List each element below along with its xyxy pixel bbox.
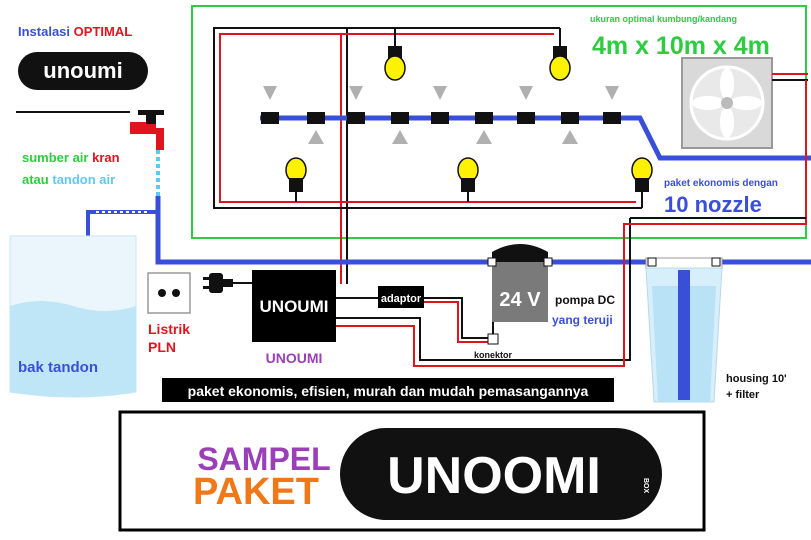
exhaust-fan-icon	[681, 57, 773, 149]
sample-label-2: PAKET	[193, 471, 319, 513]
water-tank	[9, 235, 137, 398]
mist-spray-icon	[433, 86, 447, 100]
controller-box	[252, 270, 336, 342]
filter-label: housing 10'	[726, 373, 787, 385]
logo-small-text: unoumi	[43, 58, 122, 83]
pump-label-2: yang teruji	[552, 313, 613, 327]
filter-label-2: + filter	[726, 389, 760, 401]
nozzle-icon	[603, 112, 621, 124]
mist-spray-icon	[349, 86, 363, 100]
pump-label: pompa DC	[555, 293, 615, 307]
bulb-icon	[285, 157, 307, 192]
konektor-label: konektor	[474, 350, 513, 360]
controller-label: UNOUMI	[260, 297, 329, 316]
pump-icon	[487, 244, 553, 322]
bulb-icon	[457, 157, 479, 192]
mist-spray-icon	[562, 130, 578, 144]
wire-black-top	[213, 27, 348, 284]
power-label: Listrik	[148, 321, 190, 337]
mist-spray-icon	[263, 86, 277, 100]
page-title: Instalasi OPTIMAL	[18, 24, 132, 39]
nozzle-icon	[475, 112, 493, 124]
bulb-icon	[549, 46, 571, 81]
banner-text: paket ekonomis, efisien, murah dan mudah…	[188, 383, 589, 399]
supply-pipe	[155, 196, 493, 265]
mist-spray-icon	[605, 86, 619, 100]
source-label-2: atau tandon air	[22, 172, 115, 187]
mist-spray-icon	[519, 86, 533, 100]
nozzle-icon	[517, 112, 535, 124]
room-size-caption: ukuran optimal kumbung/kandang	[590, 14, 737, 24]
mist-pipe	[260, 115, 811, 161]
adaptor-label: adaptor	[381, 293, 422, 305]
nozzle-icon	[561, 112, 579, 124]
nozzle-count: 10 nozzle	[664, 192, 762, 217]
mist-spray-icon	[392, 130, 408, 144]
mist-spray-icon	[308, 130, 324, 144]
banner	[162, 378, 614, 402]
source-label: sumber air kran	[22, 150, 120, 165]
pump-voltage: 24 V	[499, 289, 541, 311]
nozzle-icon	[431, 112, 449, 124]
logo-large-text: UNOOMI	[387, 447, 601, 505]
tap-icon	[130, 110, 164, 150]
filter-housing-icon	[645, 257, 723, 403]
logo-small	[18, 52, 148, 90]
nozzle-row	[261, 86, 621, 144]
adaptor-box	[378, 286, 424, 308]
bulb-icon	[384, 46, 406, 81]
tank-label: bak tandon	[18, 359, 98, 376]
logo-large	[340, 428, 662, 520]
konektor-icon	[487, 333, 499, 345]
nozzle-icon	[307, 112, 325, 124]
power-socket-icon	[147, 272, 191, 314]
paket-caption: paket ekonomis dengan	[664, 178, 778, 189]
sample-label: SAMPEL	[197, 441, 330, 477]
power-label-2: PLN	[148, 339, 176, 355]
plug-icon	[203, 273, 233, 293]
logo-large-box: BOX	[642, 478, 649, 494]
controller-caption: UNOUMI	[266, 350, 323, 366]
bulb-icon	[631, 157, 653, 192]
room-size: 4m x 10m x 4m	[592, 32, 770, 60]
nozzle-icon	[261, 112, 279, 124]
nozzle-icon	[347, 112, 365, 124]
nozzle-icon	[391, 112, 409, 124]
wire-red-top	[219, 33, 342, 284]
mist-spray-icon	[476, 130, 492, 144]
